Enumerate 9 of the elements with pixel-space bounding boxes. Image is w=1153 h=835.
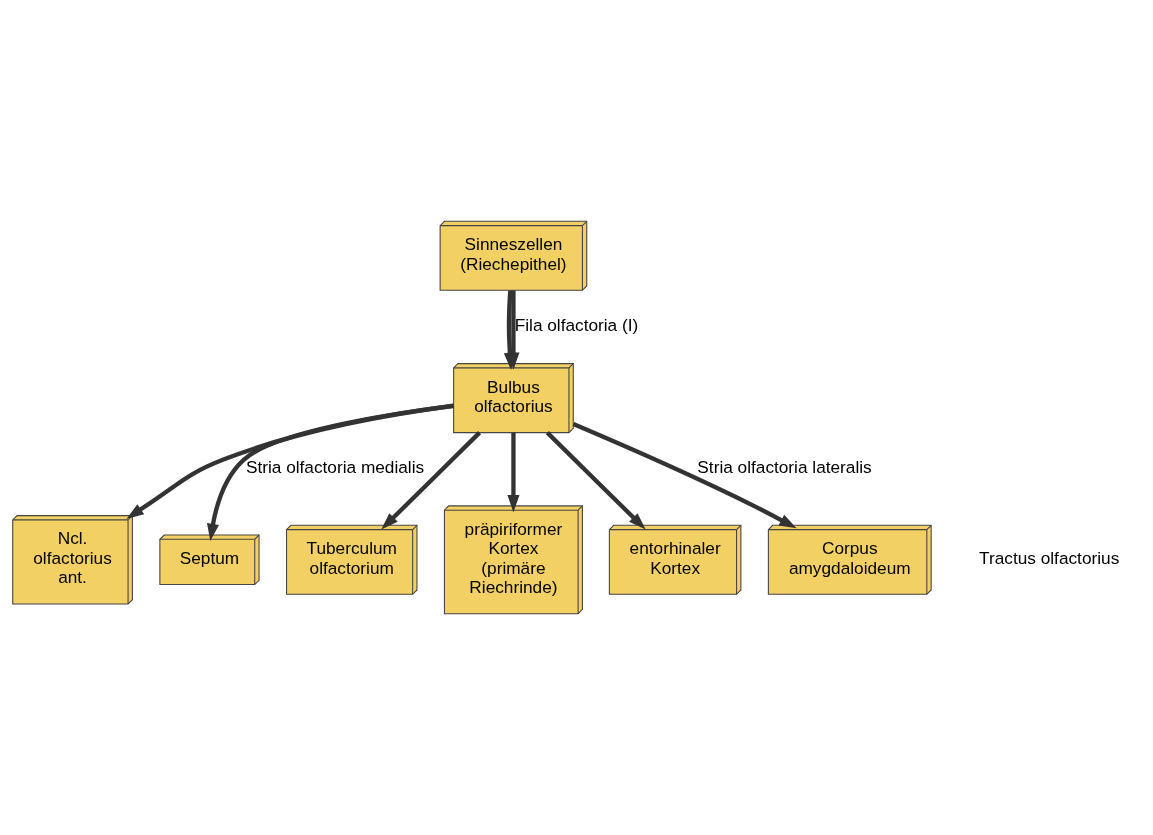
edge-label: Stria olfactoria medialis xyxy=(245,457,425,478)
edge-label: Fila olfactoria (I) xyxy=(514,315,639,336)
edge-label: Stria olfactoria lateralis xyxy=(697,457,872,478)
arrow xyxy=(507,432,520,513)
arrow xyxy=(507,290,520,370)
label: Tractus olfactorius xyxy=(979,547,1120,568)
arrow xyxy=(381,431,482,530)
arrow xyxy=(545,431,646,530)
arrow xyxy=(572,422,797,529)
